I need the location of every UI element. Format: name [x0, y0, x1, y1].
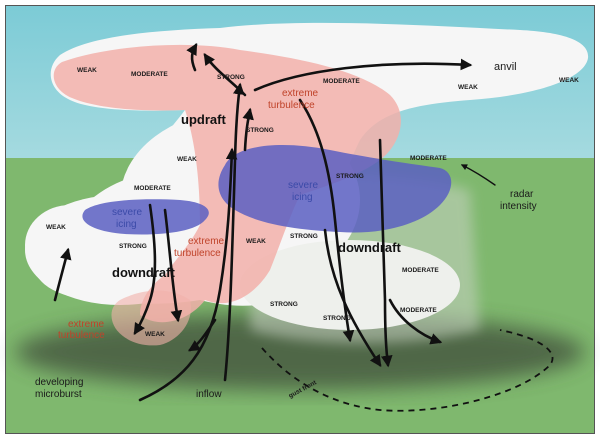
intensity-strong-top: STRONG	[217, 74, 245, 81]
extreme-turbulence-top-2: turbulence	[268, 100, 315, 111]
intensity-moderate-anvil: MODERATE	[323, 78, 360, 85]
intensity-weak-mid: WEAK	[177, 156, 197, 163]
intensity-weak-anvil-1: WEAK	[458, 84, 478, 91]
extreme-turbulence-mid-2: turbulence	[174, 248, 221, 259]
extreme-turbulence-low: extreme	[68, 319, 105, 330]
updraft-label: updraft	[181, 112, 226, 127]
developing-microburst-label-2: microburst	[35, 389, 82, 400]
intensity-moderate-radar: MODERATE	[410, 155, 447, 162]
severe-icing-left-2: icing	[116, 219, 137, 230]
intensity-weak-center: WEAK	[246, 238, 266, 245]
downdraft-right-label: downdraft	[338, 240, 401, 255]
anvil-label: anvil	[494, 61, 517, 73]
inflow-label: inflow	[196, 389, 222, 400]
frame-border	[5, 5, 595, 434]
intensity-moderate-left: MODERATE	[134, 185, 171, 192]
intensity-strong-lower: STRONG	[270, 301, 298, 308]
extreme-turbulence-mid: extreme	[188, 236, 225, 247]
radar-intensity-label-2: intensity	[500, 201, 537, 212]
intensity-strong-center: STRONG	[290, 233, 318, 240]
severe-icing-left: severe	[112, 207, 142, 218]
intensity-weak-anvil-2: WEAK	[559, 77, 579, 84]
downdraft-left-label: downdraft	[112, 265, 175, 280]
intensity-strong-updraft: STRONG	[246, 127, 274, 134]
intensity-moderate-right-2: MODERATE	[400, 307, 437, 314]
gust-front-line	[261, 329, 554, 412]
intensity-weak-far-left: WEAK	[46, 224, 66, 231]
radar-core-left	[82, 199, 209, 235]
severe-icing-right: severe	[288, 180, 318, 191]
radar-intensity-label: radar	[510, 189, 534, 200]
radar-core-right	[218, 145, 452, 233]
airflow-arrows	[53, 42, 554, 412]
intensity-strong-bottom: STRONG	[323, 315, 351, 322]
updraft-zone-lower	[111, 290, 191, 346]
extreme-turbulence-top: extreme	[282, 88, 319, 99]
intensity-moderate-right-1: MODERATE	[402, 267, 439, 274]
extreme-turbulence-low-2: turbulence	[58, 330, 105, 341]
developing-microburst-label: developing	[35, 377, 83, 388]
intensity-strong-core: STRONG	[336, 173, 364, 180]
intensity-strong-left: STRONG	[119, 243, 147, 250]
intensity-weak-top-left: WEAK	[77, 67, 97, 74]
severe-icing-right-2: icing	[292, 192, 313, 203]
intensity-moderate-top: MODERATE	[131, 71, 168, 78]
intensity-weak-bottom-left: WEAK	[145, 331, 165, 338]
